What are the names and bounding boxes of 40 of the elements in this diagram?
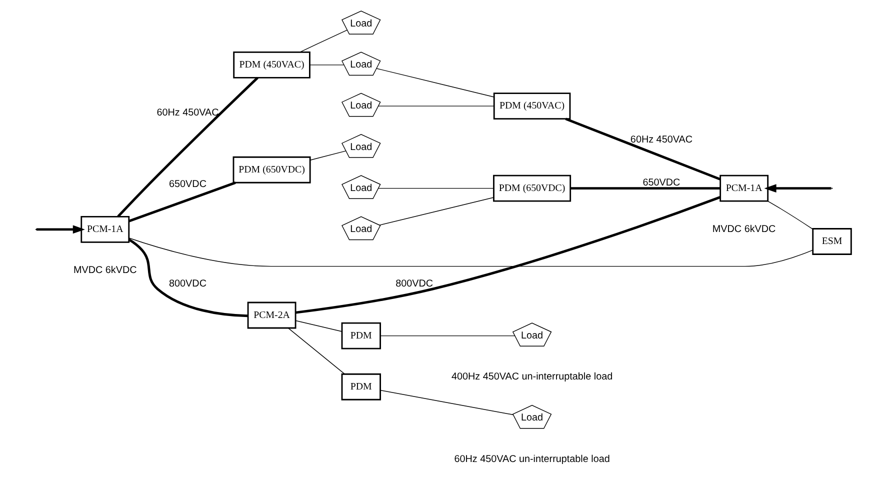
- node-label: MVDC 6kVDC: [73, 265, 137, 276]
- edge-label: 650VDC: [642, 178, 680, 189]
- node-label: MVDC 6kVDC: [712, 224, 776, 236]
- node-label: 60Hz 450VAC un-interruptable load: [454, 454, 610, 465]
- edge-label: 800VDC: [396, 278, 434, 290]
- connector: [378, 188, 494, 189]
- connector: [768, 200, 814, 230]
- node-box: PDM: [341, 322, 381, 350]
- node-box: PDM: [341, 373, 381, 400]
- connector: [379, 197, 494, 226]
- connector: [565, 118, 721, 180]
- node-box: PCM-1A: [80, 216, 130, 243]
- connector: [570, 187, 720, 190]
- connector: [295, 320, 342, 332]
- connector: [128, 182, 236, 222]
- connector: [299, 30, 348, 52]
- edge-label: 60Hz 450VAC: [156, 107, 219, 118]
- node-box: PDM (650VDC): [493, 174, 572, 202]
- connector: [296, 196, 721, 314]
- node-box: PCM-2A: [247, 302, 296, 329]
- edge-label: 650VDC: [169, 179, 206, 190]
- connector: [376, 68, 494, 98]
- connector: [288, 328, 345, 374]
- connector: [380, 390, 514, 416]
- connector: [310, 150, 346, 160]
- connector: [380, 335, 516, 336]
- edge-label: 800VDC: [169, 278, 206, 290]
- node-box: ESM: [812, 228, 852, 255]
- connector: [117, 76, 259, 218]
- node-box: PDM (450VAC): [233, 51, 310, 78]
- edge-label: 60Hz 450VAC: [630, 134, 692, 146]
- node-label: 400Hz 450VAC un-interruptable load: [451, 372, 613, 383]
- node-box: PCM-1A: [720, 174, 769, 202]
- node-box: PDM (450VAC): [493, 92, 571, 120]
- connector: [128, 238, 814, 267]
- node-box: PDM (650VDC): [232, 156, 311, 184]
- arrow: [36, 225, 85, 234]
- connector: [309, 64, 344, 66]
- connector: [128, 238, 248, 318]
- arrow: [764, 184, 832, 193]
